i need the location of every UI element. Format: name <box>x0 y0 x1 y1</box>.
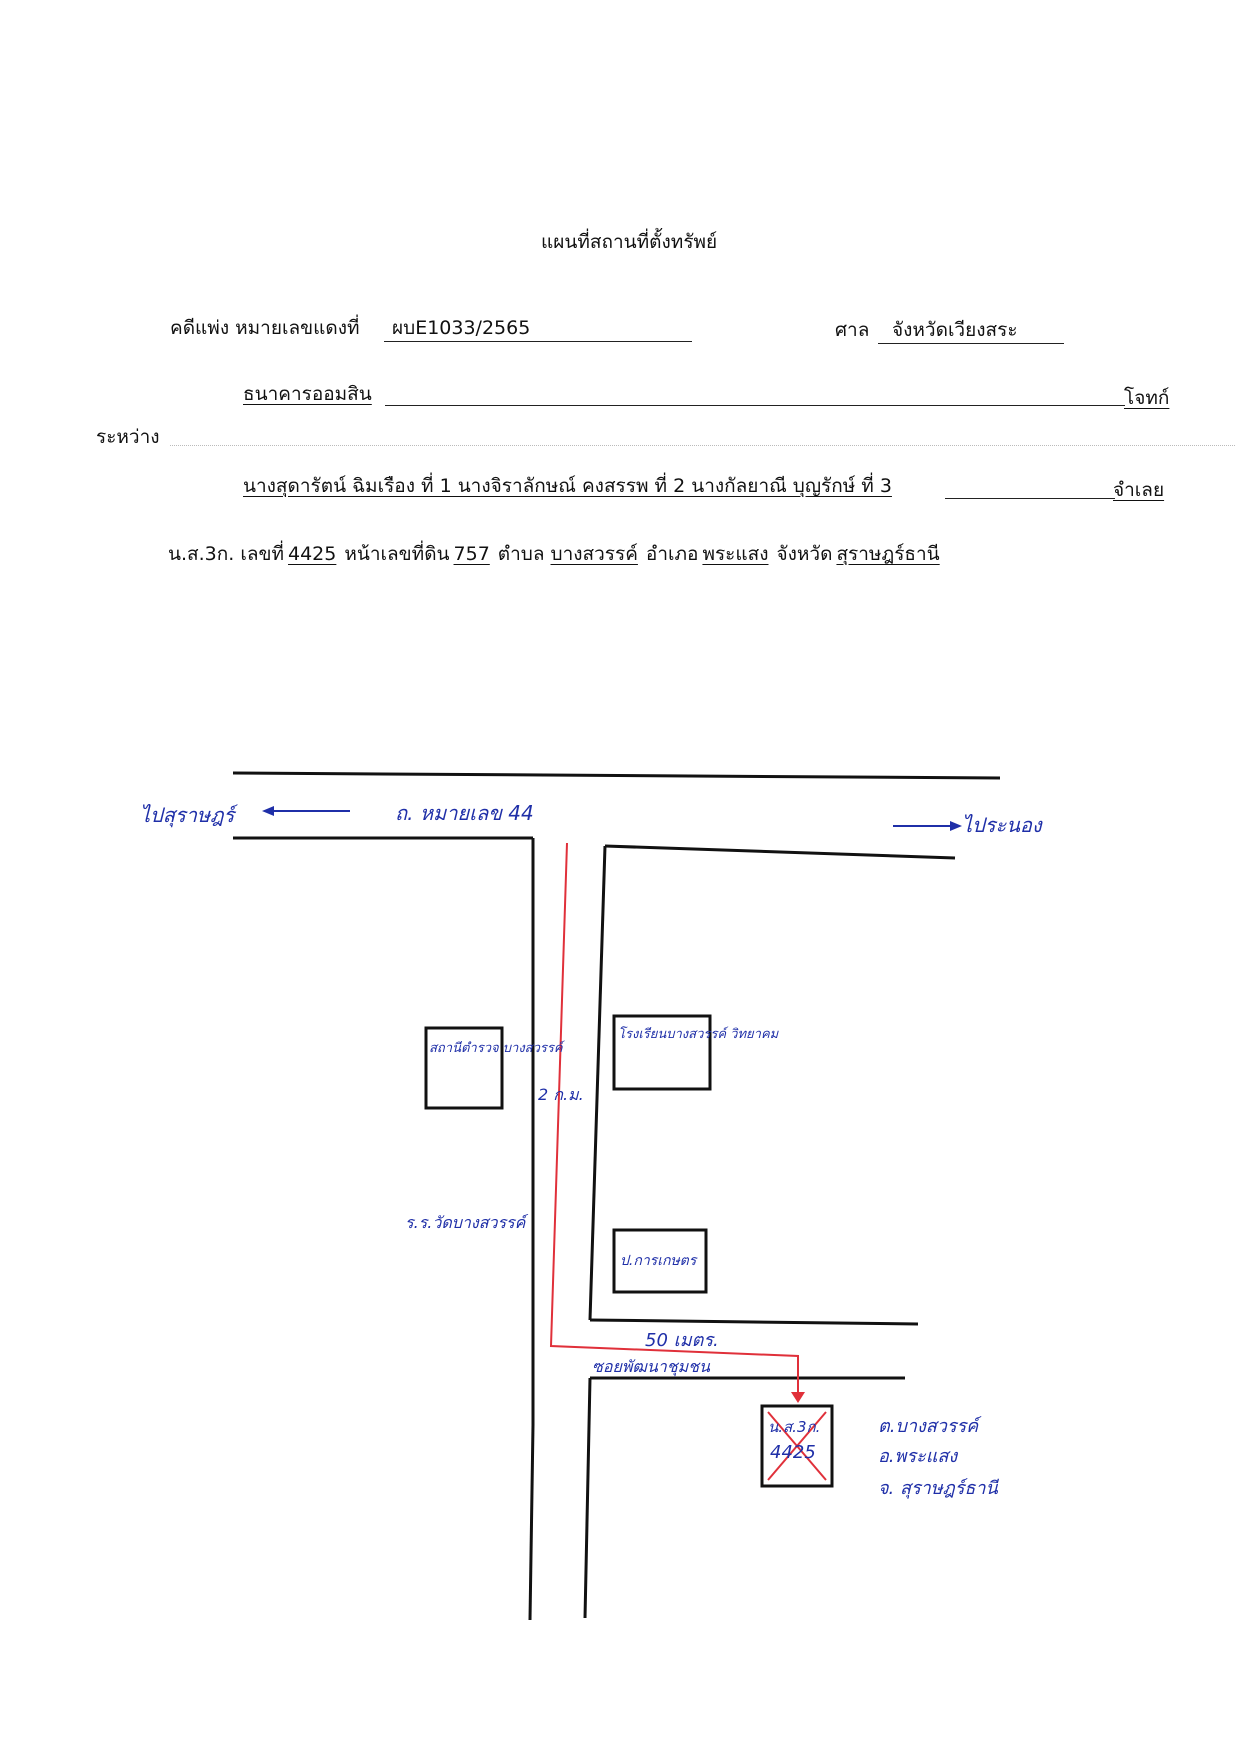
route-arrow-head <box>791 1392 805 1403</box>
property-line2: 4425 <box>770 1442 816 1463</box>
route-line <box>549 842 799 1394</box>
right-building-1: โรงเรียนบางสวรรค์ วิทยาคม <box>618 1026 780 1042</box>
plaintiff-name: ธนาคารออมสิน <box>243 383 372 405</box>
police-station-box <box>424 1026 504 1110</box>
right-destination: ไประนอง <box>962 813 1043 837</box>
right-arrow-head <box>950 821 962 831</box>
deed-number: 4425 <box>288 543 337 565</box>
main-road-bottom-right-edge <box>604 844 956 860</box>
soi-top-edge <box>589 1318 919 1326</box>
left-arrow-head <box>262 806 274 816</box>
district: พระแสง <box>702 543 769 565</box>
main-road-top-edge <box>232 771 1001 780</box>
deed-label: น.ส.3ก. เลขที่ <box>168 543 284 565</box>
side-road-lower-edge <box>583 1377 592 1619</box>
location-line2: อ.พระแสง <box>878 1446 958 1467</box>
defendants: นางสุดารัตน์ ฉิมเรือง ที่ 1 นางจิราลักษณ… <box>243 475 892 497</box>
left-destination: ไปสุราษฎร์ <box>140 803 238 828</box>
left-building: สถานีตำรวจ บางสวรรค์ <box>429 1040 566 1056</box>
defendant-role: จำเลย <box>1113 479 1165 501</box>
court-label: ศาล <box>835 319 870 341</box>
court-name: จังหวัดเวียงสระ <box>878 318 1064 344</box>
land-no: 757 <box>453 543 490 565</box>
side-road-left-lower-edge <box>528 1424 535 1621</box>
right-building-2: ป.การเกษตร <box>620 1253 698 1269</box>
school-box <box>612 1014 712 1091</box>
road-label: ถ. หมายเลข 44 <box>395 801 534 825</box>
side-road-right-edge <box>588 845 607 1321</box>
location-line1: ต.บางสวรรค์ <box>878 1416 982 1437</box>
soi-label: ซอยพัฒนาชุมชน <box>592 1357 711 1377</box>
agri-box <box>612 1228 708 1294</box>
property-box <box>760 1404 834 1488</box>
school-label: ร.ร.วัดบางสวรรค์ <box>405 1213 528 1232</box>
district-label: อำเภอ <box>645 543 699 565</box>
plaintiff-role: โจทก์ <box>1124 387 1170 409</box>
subdistrict: บางสวรรค์ <box>550 543 638 565</box>
distance-2: 50 เมตร. <box>645 1330 719 1351</box>
distance-1: 2 ก.ม. <box>538 1085 584 1104</box>
subdistrict-label: ตำบล <box>497 543 545 565</box>
province-label: จังหวัด <box>776 543 833 565</box>
province: สุราษฎร์ธานี <box>836 543 940 565</box>
property-line1: น.ส.3ก. <box>768 1418 820 1436</box>
case-number: ผบE1033/2565 <box>384 316 692 342</box>
land-no-label: หน้าเลขที่ดิน <box>344 543 450 565</box>
location-line3: จ. สุราษฎร์ธานี <box>878 1478 1000 1499</box>
property-cross-2 <box>767 1411 827 1481</box>
case-label: คดีแพ่ง หมายเลขแดงที่ <box>170 317 360 339</box>
document-title: แผนที่สถานที่ตั้งทรัพย์ <box>541 231 718 253</box>
between-label: ระหว่าง <box>96 426 160 448</box>
